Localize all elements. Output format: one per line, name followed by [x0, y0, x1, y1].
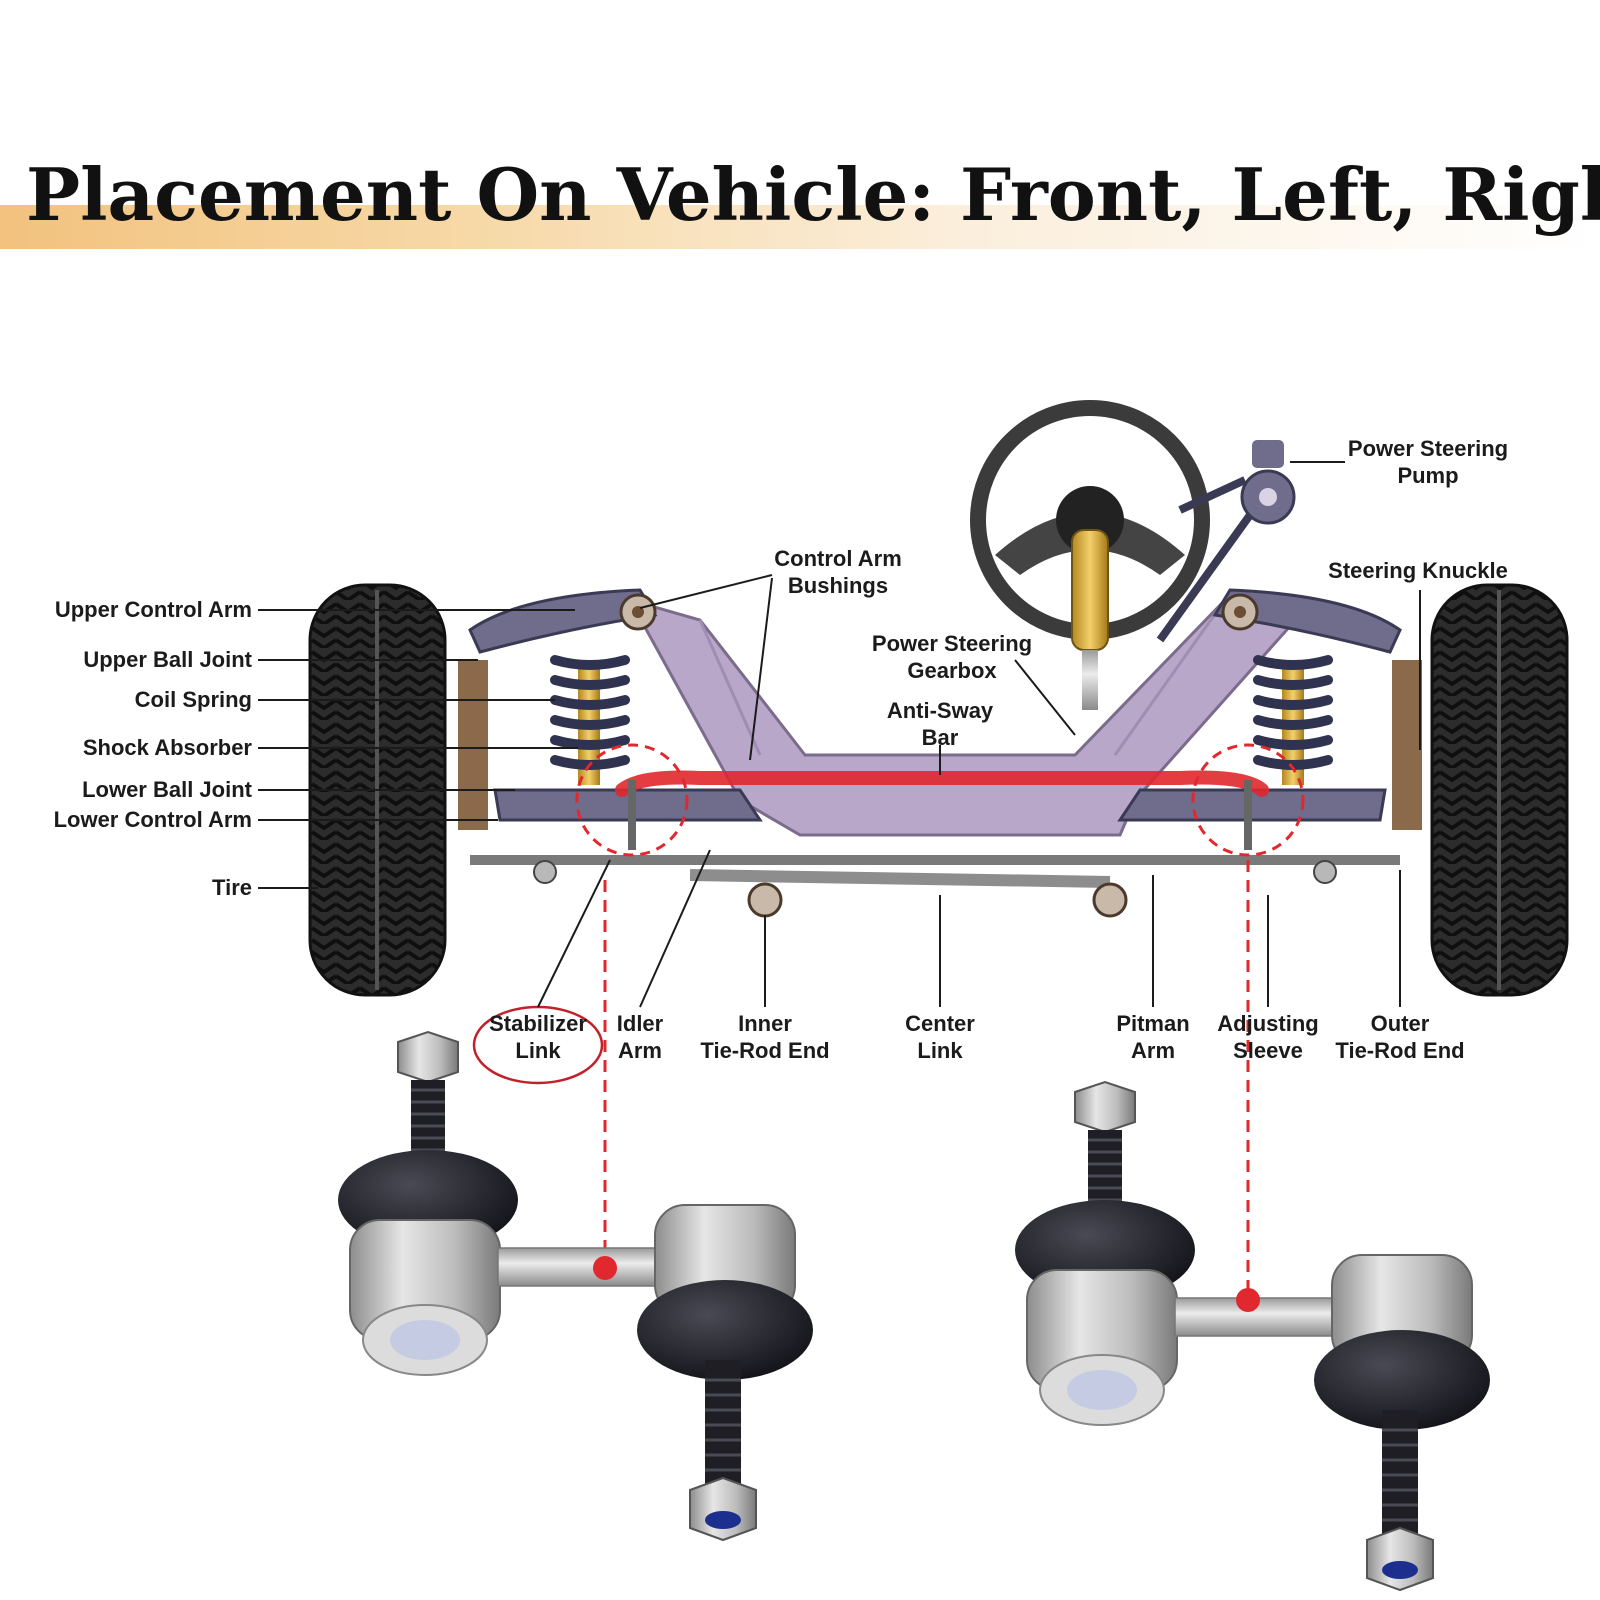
- label-coil-spring: Coil Spring: [134, 687, 252, 712]
- label-outer-tie-rod-end: Outer Tie-Rod End: [1335, 1011, 1465, 1063]
- label-lower-ball-joint: Lower Ball Joint: [82, 777, 252, 802]
- label-shock-absorber: Shock Absorber: [82, 735, 252, 760]
- label-anti-sway-bar: Anti-Sway Bar: [886, 698, 994, 750]
- label-lower-control-arm: Lower Control Arm: [53, 807, 252, 832]
- stabilizer-link-product-left: [338, 1030, 813, 1542]
- power-steering-pump: [1156, 440, 1296, 643]
- label-power-steering-pump: Power Steering Pump: [1347, 436, 1509, 488]
- left-lower-control-arm: [493, 788, 763, 822]
- label-idler-arm: Idler Arm: [616, 1011, 664, 1063]
- label-steering-knuckle: Steering Knuckle: [1328, 558, 1508, 583]
- right-steering-knuckle: [1392, 660, 1422, 830]
- leader-lines: [258, 461, 1421, 1008]
- label-tire: Tire: [212, 875, 252, 900]
- label-upper-ball-joint: Upper Ball Joint: [83, 647, 252, 672]
- left-steering-knuckle: [458, 660, 488, 830]
- label-pitman-arm: Pitman Arm: [1116, 1011, 1190, 1063]
- right-coil-spring: [1253, 655, 1333, 785]
- label-center-link: Center Link: [905, 1011, 975, 1063]
- label-upper-control-arm: Upper Control Arm: [54, 597, 252, 622]
- label-adjusting-sleeve: Adjusting Sleeve: [1217, 1011, 1319, 1063]
- steering-linkage: [470, 855, 1400, 918]
- right-link-highlight-circle: [1191, 743, 1305, 857]
- page-title: Placement On Vehicle: Front, Left, Right: [26, 152, 1600, 237]
- right-lower-control-arm: [1117, 788, 1387, 822]
- right-link-marker-dot: [1236, 1288, 1260, 1312]
- stabilizer-link-product-right: [1015, 1080, 1490, 1592]
- left-coil-spring: [550, 655, 630, 785]
- right-tire: [1430, 583, 1569, 997]
- title-accent-band: [0, 205, 1600, 249]
- left-upper-control-arm: [468, 588, 658, 654]
- right-upper-control-arm: [1212, 588, 1402, 654]
- label-inner-tie-rod-end: Inner Tie-Rod End: [700, 1011, 830, 1063]
- left-link-marker-dot: [593, 1256, 617, 1280]
- label-control-arm-bushings: Control Arm Bushings: [774, 546, 902, 598]
- steering-wheel: [970, 400, 1210, 710]
- label-stabilizer-link: Stabilizer Link: [489, 1011, 587, 1063]
- left-link-highlight-circle: [575, 743, 689, 857]
- label-power-steering-gearbox: Power Steering Gearbox: [871, 631, 1033, 683]
